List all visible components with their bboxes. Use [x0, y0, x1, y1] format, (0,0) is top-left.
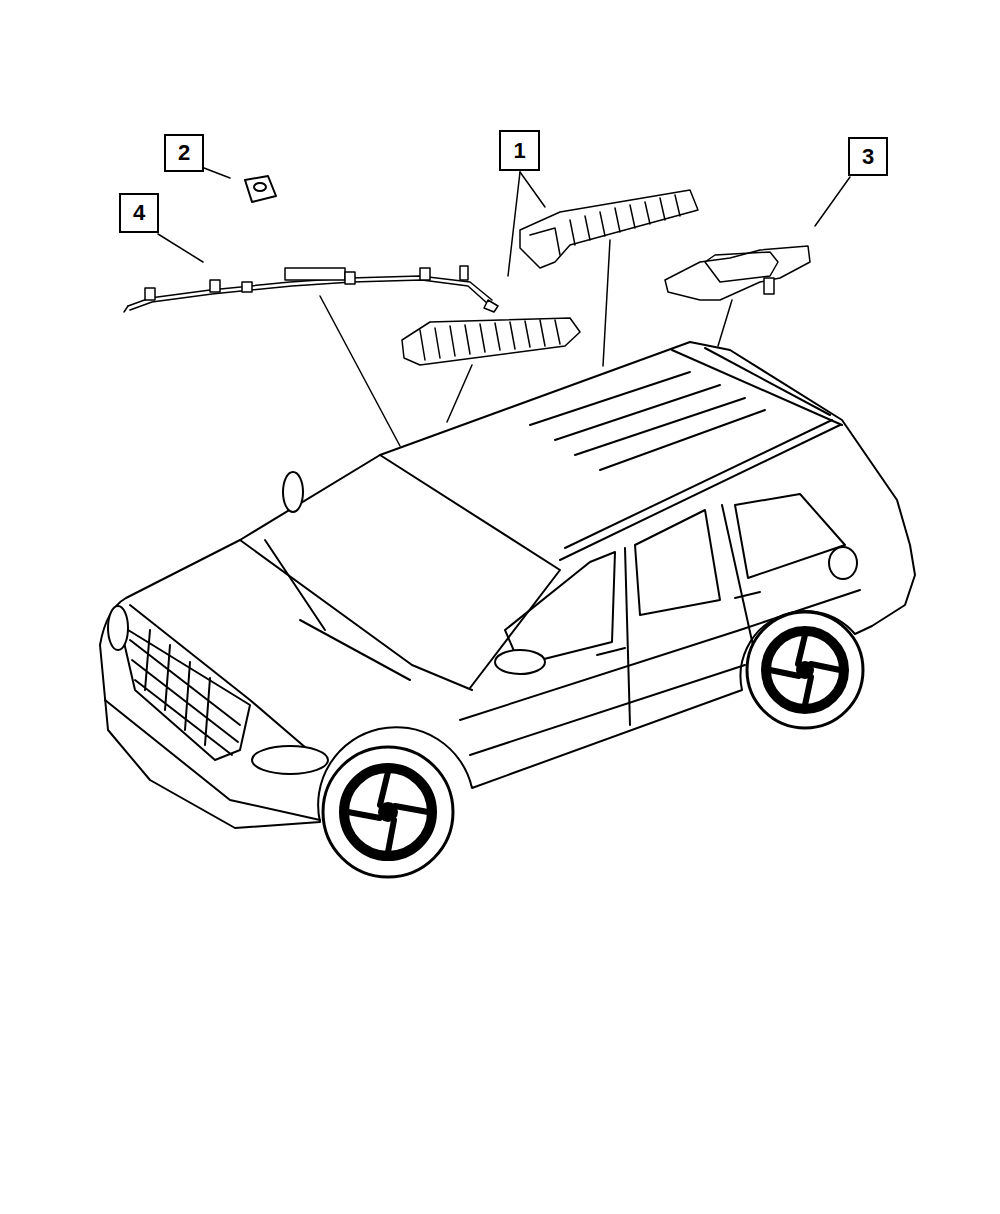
trim-part — [520, 190, 698, 268]
callout-box: 1 — [499, 130, 540, 171]
clip-part — [245, 176, 276, 202]
callout-number: 1 — [513, 140, 525, 162]
callout-box: 2 — [164, 134, 204, 172]
curtain-airbag — [124, 266, 498, 312]
car-body — [100, 342, 915, 828]
callout-number: 4 — [133, 202, 145, 224]
trim-part — [665, 246, 810, 300]
callout-number: 3 — [862, 146, 874, 168]
wheel — [323, 612, 863, 877]
callout-box: 3 — [848, 137, 888, 176]
callout-number: 2 — [178, 142, 190, 164]
callout-box: 4 — [119, 193, 159, 233]
trim-part — [402, 318, 580, 365]
